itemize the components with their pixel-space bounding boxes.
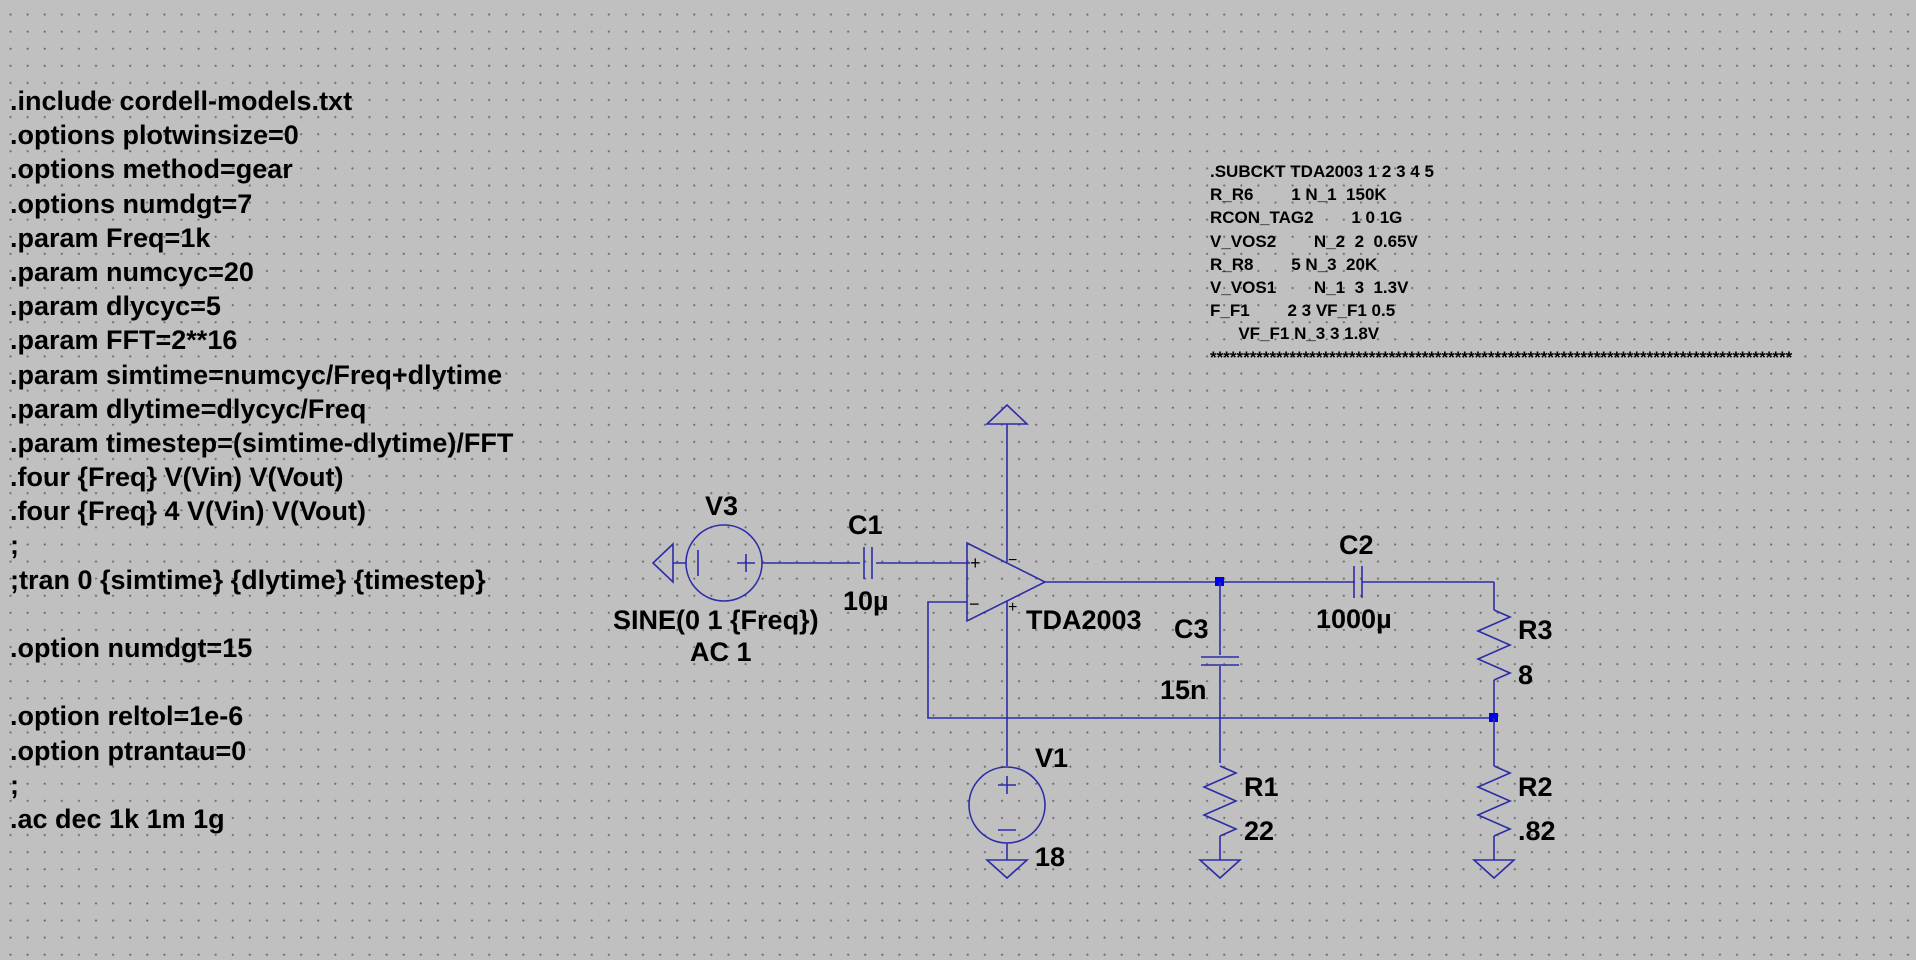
directive-line[interactable]: .param timestep=(simtime-dlytime)/FFT: [10, 427, 514, 458]
directive-line[interactable]: ;: [10, 530, 19, 561]
c3-value: 15n: [1160, 675, 1207, 705]
r1-ground-symbol: [1197, 859, 1243, 880]
v3-value: SINE(0 1 {Freq}): [613, 605, 819, 635]
r2-resistor[interactable]: [1476, 765, 1512, 837]
opamp-supply-plus-pin: +: [1008, 599, 1017, 616]
directive-line[interactable]: .param dlytime=dlycyc/Freq: [10, 393, 367, 424]
spice-directives[interactable]: .include cordell-models.txt .options plot…: [10, 84, 513, 836]
directive-line[interactable]: .option numdgt=15: [10, 633, 253, 663]
r3-name: R3: [1518, 615, 1553, 645]
subckt-line[interactable]: ****************************************…: [1210, 347, 1793, 367]
r2-value: .82: [1518, 816, 1556, 846]
c1-value: 10µ: [843, 586, 889, 616]
directive-line[interactable]: .options method=gear: [10, 154, 293, 185]
r1-resistor[interactable]: [1202, 765, 1238, 837]
directive-line[interactable]: .param dlycyc=5: [10, 291, 221, 322]
subckt-line[interactable]: RCON_TAG2 1 0 1G: [1210, 208, 1403, 228]
v3-name: V3: [705, 491, 738, 521]
r1-name: R1: [1244, 772, 1279, 802]
directive-line[interactable]: .include cordell-models.txt: [10, 86, 353, 116]
c1-capacitor[interactable]: [863, 547, 873, 579]
directive-line[interactable]: .ac dec 1k 1m 1g: [10, 803, 225, 834]
wire-feedback: [927, 601, 1494, 719]
v3-ac: AC 1: [690, 637, 752, 667]
v3-ground-symbol: [651, 542, 686, 584]
subckt-line[interactable]: F_F1 2 3 VF_F1 0.5: [1210, 301, 1396, 321]
opamp-triangle: [966, 541, 1047, 623]
tda2003-opamp[interactable]: [966, 541, 1047, 623]
opamp-supply-minus-pin: −: [1008, 552, 1017, 569]
subckt-line[interactable]: R_R6 1 N_1 150K: [1210, 185, 1387, 205]
junction-feedback: [1489, 713, 1498, 722]
subckt-line[interactable]: V_VOS2 N_2 2 0.65V: [1210, 231, 1418, 251]
directive-line[interactable]: ;tran 0 {simtime} {dlytime} {timestep}: [10, 564, 486, 595]
subckt-line[interactable]: VF_F1 N_3 3 1.8V: [1210, 324, 1380, 344]
c3-capacitor[interactable]: [1201, 656, 1239, 666]
subckt-line[interactable]: R_R8 5 N_3 20K: [1210, 254, 1378, 274]
c3-name: C3: [1174, 614, 1209, 644]
directive-line[interactable]: .param Freq=1k: [10, 222, 211, 253]
subckt-line[interactable]: .SUBCKT TDA2003 1 2 3 4 5: [1210, 162, 1434, 181]
supply-flag: [984, 403, 1030, 425]
c2-capacitor[interactable]: [1353, 566, 1363, 598]
v1-source[interactable]: [968, 766, 1046, 844]
directive-line[interactable]: .param simtime=numcyc/Freq+dlytime: [10, 359, 503, 390]
v1-name: V1: [1035, 743, 1068, 773]
subckt-line[interactable]: V_VOS1 N_1 3 1.3V: [1210, 277, 1409, 297]
directive-line[interactable]: .four {Freq} V(Vin) V(Vout): [10, 462, 344, 493]
opamp-name: TDA2003: [1026, 605, 1142, 635]
r2-ground-symbol: [1471, 859, 1517, 880]
directive-line[interactable]: .options plotwinsize=0: [10, 120, 299, 151]
r1-value: 22: [1244, 816, 1274, 846]
opamp-minus-pin: −: [969, 594, 980, 614]
subckt-netlist[interactable]: .SUBCKT TDA2003 1 2 3 4 5 R_R6 1 N_1 150K…: [1210, 160, 1792, 369]
v1-value: 18: [1035, 842, 1065, 872]
directive-line[interactable]: ;: [10, 769, 19, 800]
directive-line[interactable]: .four {Freq} 4 V(Vin) V(Vout): [10, 496, 367, 527]
c1-name: C1: [848, 510, 883, 540]
r3-value: 8: [1518, 660, 1533, 690]
opamp-plus-pin: +: [970, 553, 981, 573]
v1-ground-symbol: [984, 859, 1030, 880]
junction-output: [1215, 577, 1224, 586]
directive-line[interactable]: .option ptrantau=0: [10, 735, 247, 766]
v3-source[interactable]: [685, 524, 763, 602]
directive-line[interactable]: .options numdgt=7: [10, 188, 253, 219]
directive-line[interactable]: .param FFT=2**16: [10, 325, 238, 356]
c2-name: C2: [1339, 530, 1374, 560]
directive-line[interactable]: .param numcyc=20: [10, 256, 254, 287]
c2-value: 1000µ: [1316, 604, 1392, 634]
r3-resistor[interactable]: [1476, 609, 1512, 681]
r2-name: R2: [1518, 772, 1553, 802]
directive-line[interactable]: .option reltol=1e-6: [10, 701, 244, 732]
